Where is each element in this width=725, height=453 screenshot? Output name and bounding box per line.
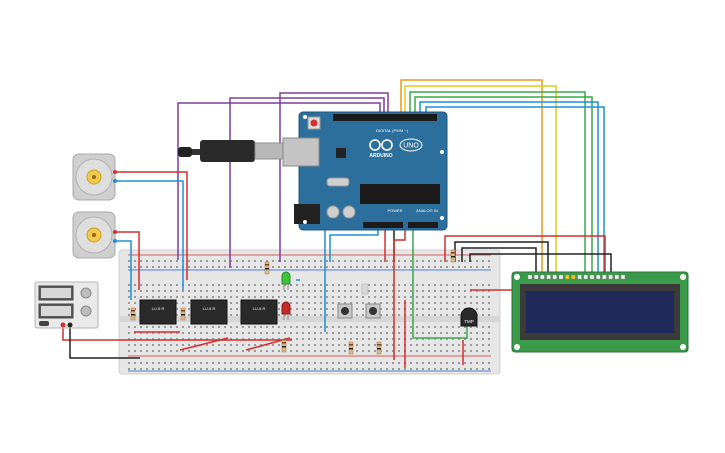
usb-chip (336, 148, 346, 158)
analog-header (408, 222, 438, 228)
temperature-sensor[interactable]: TMP (460, 307, 478, 327)
lcd-pin (608, 274, 613, 280)
lcd-pin (552, 274, 557, 280)
resistor-6[interactable] (376, 341, 382, 355)
relay-1[interactable]: LU-5 R (139, 299, 177, 325)
led-green[interactable] (281, 271, 291, 290)
wire-green-1 (409, 91, 586, 272)
push-button-1[interactable] (337, 303, 353, 319)
resistor-3[interactable] (264, 261, 270, 275)
resistor-4[interactable] (281, 339, 287, 353)
lcd-pin (558, 274, 564, 280)
lcd-pin (589, 274, 595, 280)
power-jack (294, 204, 320, 224)
wire-blue-vcc (329, 228, 379, 262)
relay-1-label: LU-5 R (152, 306, 165, 311)
dc-motor-2[interactable] (72, 211, 117, 259)
arduino-uno[interactable]: DIGITAL (PWM ~) UNO ARDUINO POWER ANALOG… (282, 111, 448, 231)
power-switch[interactable] (39, 321, 49, 326)
resistor-5[interactable] (348, 341, 354, 355)
wire-motor1-blue (115, 180, 184, 290)
wire-black-lcd-3 (469, 253, 612, 272)
wire-green-sensor (412, 228, 468, 339)
relay-3[interactable]: LU-5 R (240, 299, 278, 325)
wire-black-lcd-2 (461, 247, 537, 272)
resistor-2[interactable] (180, 307, 186, 321)
lcd-pin (571, 274, 576, 280)
power-label: POWER (387, 208, 402, 213)
relay-2-label: LU-5 R (203, 306, 216, 311)
lcd-screen (526, 291, 674, 333)
positive-terminal (60, 322, 66, 328)
lcd-pin-row (527, 274, 626, 280)
model-label: UNO (403, 143, 419, 150)
lcd-display[interactable] (511, 271, 689, 353)
small-component (361, 283, 369, 295)
relay-2[interactable]: LU-5 R (190, 299, 228, 325)
wire-supply-red (62, 326, 292, 341)
brand-label: ARDUINO (369, 153, 392, 159)
lcd-pin (596, 274, 601, 280)
relay-3-label: LU-5 R (253, 306, 266, 311)
wire-motor2-blue (115, 240, 132, 300)
wire-green-2 (414, 96, 593, 272)
crystal (326, 177, 350, 187)
usb-cable (178, 140, 286, 162)
terminal-strip-top (128, 280, 491, 316)
lcd-pin (546, 274, 551, 280)
terminal-strip-bottom (128, 324, 491, 354)
lcd-pin (565, 274, 570, 280)
resistor-1[interactable] (130, 307, 136, 321)
digital-header (333, 114, 437, 121)
negative-terminal (67, 322, 73, 328)
usb-port (282, 137, 320, 167)
digital-label: DIGITAL (PWM ~) (376, 128, 409, 133)
wire-yellow (404, 85, 557, 272)
breadboard (118, 249, 501, 375)
dc-motor-1[interactable] (72, 153, 117, 201)
wire-purple-2 (229, 97, 385, 268)
power-supply[interactable] (34, 281, 99, 329)
lcd-pin (583, 274, 588, 280)
lcd-pin (540, 274, 545, 280)
lcd-pin (577, 274, 582, 280)
lcd-pin (620, 274, 626, 280)
wire-jumper-1 (179, 337, 229, 351)
led-red[interactable] (281, 301, 291, 320)
wire-blue-lcd-1 (419, 101, 599, 272)
analog-label: ANALOG IN (416, 208, 438, 213)
capacitor-1 (326, 205, 340, 219)
capacitor-2 (342, 205, 356, 219)
power-header (363, 222, 403, 228)
wire-orange (400, 79, 543, 272)
wire-red-rail (393, 228, 406, 360)
lcd-pin (527, 274, 533, 280)
arduino-logo: UNO ARDUINO (369, 138, 423, 159)
atmega-chip (360, 184, 440, 204)
wire-motor1-red (115, 171, 188, 280)
lcd-pin (602, 274, 607, 280)
wire-supply-black (69, 326, 140, 359)
wire-motor2-red (115, 231, 140, 290)
lcd-pin (534, 274, 539, 280)
voltage-knob-icon[interactable] (80, 287, 92, 299)
power-rail-bottom (128, 358, 491, 370)
lcd-pin (614, 274, 619, 280)
wire-purple-3 (279, 92, 389, 262)
center-channel (119, 316, 500, 322)
resistor-7[interactable] (450, 249, 456, 263)
push-button-2[interactable] (365, 303, 381, 319)
power-rail-top (128, 256, 491, 268)
sensor-label: TMP (464, 319, 474, 324)
current-knob-icon[interactable] (80, 305, 92, 317)
